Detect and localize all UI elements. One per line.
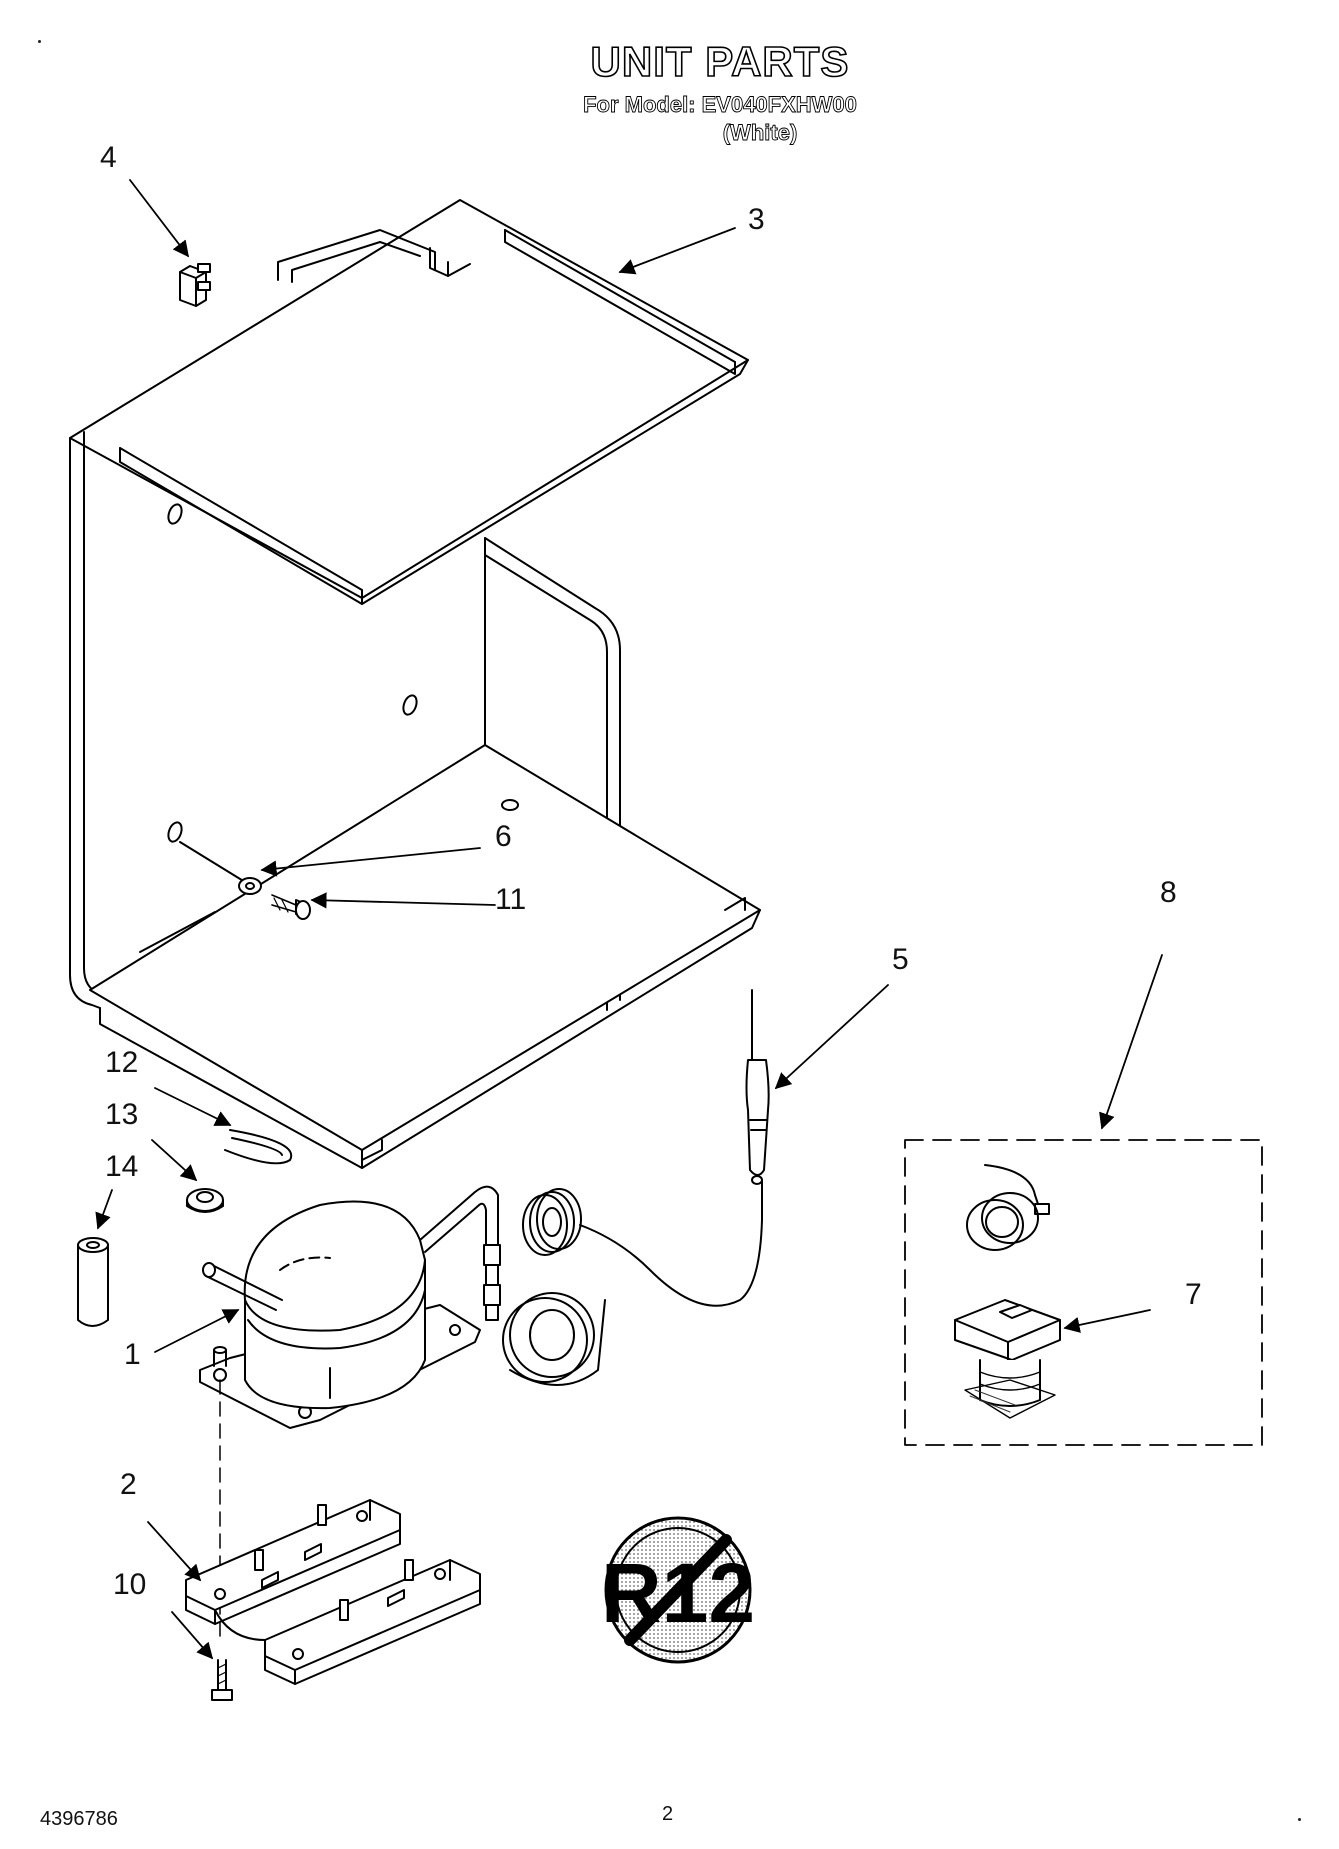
callout-6: 6 [495,820,512,853]
callout-1: 1 [124,1338,141,1371]
leader-6 [260,847,481,877]
color-line: (White) [722,120,798,146]
top-plate-part-3 [69,199,749,605]
callout-11: 11 [495,883,527,916]
callout-3: 3 [748,203,765,236]
corner-mark [38,40,41,43]
leader-2 [147,1521,202,1582]
model-line: For Model: EV040FXHW00 [583,92,858,118]
callout-4: 4 [100,141,117,174]
document-number: 4396786 [40,1808,118,1830]
overload-protector [966,1164,1050,1251]
clip-part-4 [179,263,211,307]
cabinet-shell [69,431,761,1169]
leader-8 [1099,954,1163,1130]
callout-14: 14 [105,1150,139,1183]
leader-lines [95,179,1163,1660]
kit-group-box-part-8 [904,1139,1263,1446]
leader-5 [774,984,889,1090]
callout-2: 2 [120,1468,137,1501]
page-number: 2 [662,1803,674,1825]
callout-13: 13 [105,1098,139,1131]
start-relay-part-7 [954,1299,1061,1419]
leader-12 [154,1087,232,1126]
refrigerant-tubing [419,1179,763,1386]
cotter-pin-part-12 [224,1129,293,1165]
leader-1 [154,1309,240,1353]
leader-4 [129,179,189,258]
leader-11 [310,892,496,909]
sensor-probe-part-5 [745,989,770,1185]
screw-part-11 [271,894,311,920]
badge-text: R12 [601,1546,755,1640]
callout-10: 10 [113,1568,147,1601]
bolt-part-10 [211,1659,233,1701]
no-r12-badge [604,1516,752,1664]
leader-7 [1063,1309,1151,1333]
grommet-part-13 [186,1188,224,1213]
page-title: UNIT PARTS [590,37,850,86]
leader-10 [171,1611,214,1660]
leader-3 [618,227,736,275]
leader-14 [95,1189,113,1230]
callout-8: 8 [1160,876,1177,909]
compressor-part-1 [199,1200,481,1641]
corner-mark [1298,1818,1301,1821]
callout-7: 7 [1185,1278,1202,1311]
callout-12: 12 [105,1046,139,1079]
washer-part-6 [238,877,262,895]
sleeve-part-14 [77,1237,109,1327]
leader-13 [151,1139,198,1182]
base-bracket-part-2 [185,1499,481,1685]
callout-5: 5 [892,943,909,976]
